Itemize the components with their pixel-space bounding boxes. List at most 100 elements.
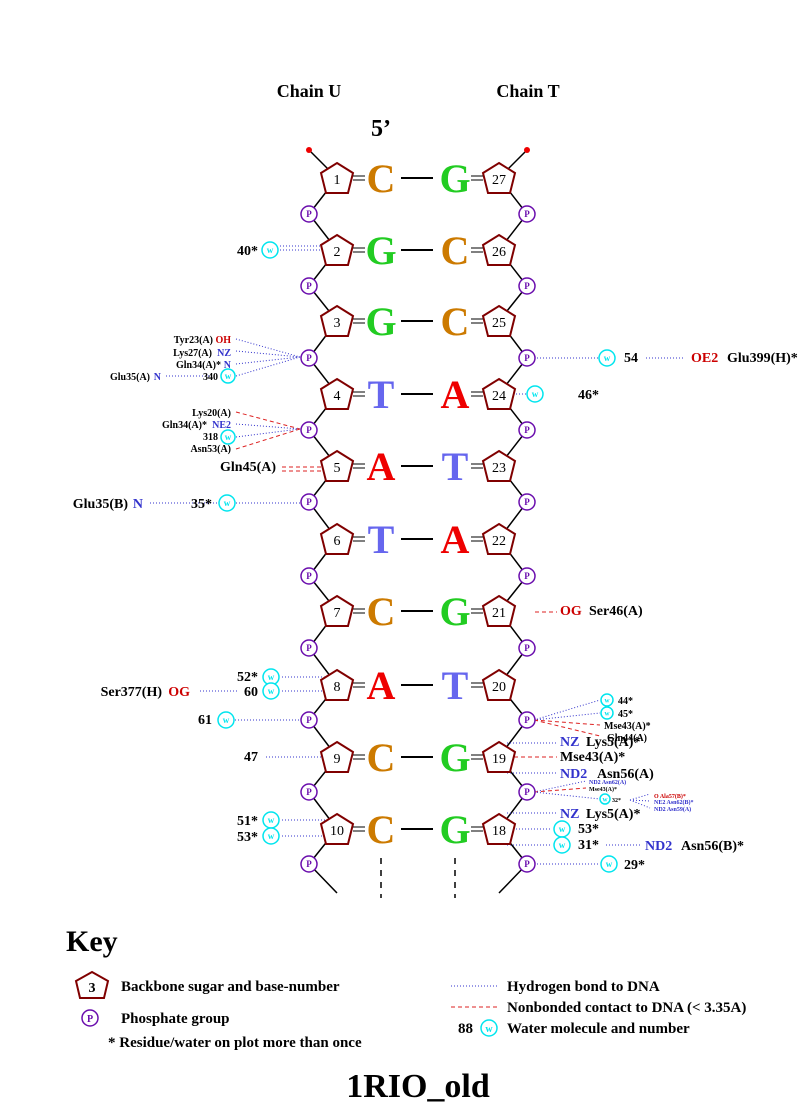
water-12-label: w <box>604 709 610 717</box>
sugar-left-3 <box>319 304 355 337</box>
contact-label-3: Lys27(A) <box>173 348 212 359</box>
sugar-right-23 <box>481 449 517 482</box>
phosphate-right-1-label: P <box>524 209 530 219</box>
contact-label-35: Mse43(A)* <box>604 721 651 732</box>
key-nonbonded-text: Nonbonded contact to DNA (< 3.35A) <box>507 1000 746 1016</box>
key-title: Key <box>66 925 118 958</box>
key-sugar-icon: 3 <box>74 970 110 999</box>
hbond-line-37 <box>629 799 651 802</box>
phosphate-right-7-label: P <box>524 643 530 653</box>
hbond-line-27 <box>533 712 601 721</box>
base-left-6: T <box>368 517 395 562</box>
contact-label-18: 35* <box>191 497 212 512</box>
phosphate-right-5 <box>518 493 536 511</box>
water-11-label: w <box>604 696 610 704</box>
base-left-8: A <box>367 663 396 708</box>
contact-label-40: ND2 <box>560 767 587 782</box>
sugar-right-27-number: 27 <box>492 173 506 188</box>
contact-label-41: Asn56(A) <box>597 767 654 782</box>
contact-label-13: 318 <box>203 432 218 443</box>
phosphate-left-3 <box>300 349 318 367</box>
sugar-right-22 <box>481 522 517 555</box>
water-1 <box>220 368 236 384</box>
sugar-left-4 <box>319 377 355 410</box>
sugar-right-24-number: 24 <box>492 389 506 404</box>
phosphate-right-6-label: P <box>524 571 530 581</box>
contact-label-53: Asn56(B)* <box>681 839 744 854</box>
sugar-right-26 <box>481 233 517 266</box>
contact-label-9: 340 <box>203 372 218 383</box>
phosphate-right-9 <box>518 783 536 801</box>
contact-label-23: 61 <box>198 713 212 728</box>
contact-label-48: NZ <box>560 807 579 822</box>
nonbonded-line-29 <box>533 719 601 737</box>
key-water-number: 88 <box>458 1021 473 1037</box>
contact-label-31: OG <box>560 604 582 619</box>
phosphate-left-8-label: P <box>306 715 312 725</box>
phosphate-left-7 <box>300 639 318 657</box>
base-left-10: C <box>367 807 396 852</box>
water-9-label: w <box>604 353 611 363</box>
contact-labels: 40*Tyr23(A)OHLys27(A)NZGln34(A)*NGlu35(A… <box>73 244 798 873</box>
contact-label-46: NE2 Asn62(B)* <box>654 799 694 806</box>
base-right-26: C <box>441 228 470 273</box>
contact-label-30: 46* <box>578 388 599 403</box>
contact-label-12: NE2 <box>212 420 231 431</box>
sugar-left-1-number: 1 <box>334 173 341 188</box>
water-13 <box>599 793 611 805</box>
contact-label-54: 29* <box>624 858 645 873</box>
sugar-right-27 <box>481 161 517 194</box>
contact-label-39: Mse43(A)* <box>560 750 625 765</box>
water-3-label: w <box>224 498 231 508</box>
sugar-right-26-number: 26 <box>492 245 506 260</box>
contact-label-11: Gln34(A)* <box>162 420 207 431</box>
hbond-line-35 <box>533 791 601 800</box>
sugar-right-19 <box>481 740 517 773</box>
hbond-line-38 <box>629 799 651 809</box>
contact-label-14: Asn53(A) <box>190 444 231 455</box>
sugar-right-20-number: 20 <box>492 680 506 695</box>
phosphate-left-2-label: P <box>306 281 312 291</box>
base-right-27: G <box>439 156 470 201</box>
phosphate-left-3-label: P <box>306 353 312 363</box>
contact-label-50: 53* <box>578 822 599 837</box>
base-right-23: T <box>442 444 469 489</box>
hbond-line-9 <box>235 428 301 438</box>
phosphate-right-4-label: P <box>524 425 530 435</box>
contact-label-19: 52* <box>237 670 258 685</box>
contact-label-0: 40* <box>237 244 258 259</box>
hbond-line-2 <box>235 338 301 358</box>
phosphate-left-2 <box>300 277 318 295</box>
contact-label-52: ND2 <box>645 839 672 854</box>
sugar-right-19-number: 19 <box>492 752 506 767</box>
base-left-1: C <box>367 156 396 201</box>
contact-label-21: OG <box>168 685 190 700</box>
contact-label-37: NZ <box>560 735 579 750</box>
sugar-left-3-number: 3 <box>334 316 341 331</box>
sugar-left-4-number: 4 <box>334 389 341 404</box>
contact-label-47: ND2 Asn59(A) <box>654 806 691 813</box>
sugar-right-21-number: 21 <box>492 606 506 621</box>
phosphate-left-9-label: P <box>306 787 312 797</box>
water-7-label: w <box>268 815 275 825</box>
water-8-label: w <box>268 831 275 841</box>
contact-label-33: 44* <box>618 696 633 707</box>
water-5-label: w <box>268 686 275 696</box>
phosphate-left-7-label: P <box>306 643 312 653</box>
contact-label-32: Ser46(A) <box>589 604 643 619</box>
phosphate-right-7 <box>518 639 536 657</box>
sugar-left-5-number: 5 <box>334 461 341 476</box>
five-prime-end-left <box>306 147 312 153</box>
phosphate-left-8 <box>300 711 318 729</box>
hbond-line-36 <box>629 793 651 801</box>
contact-label-22: 60 <box>244 685 258 700</box>
key-water-text: Water molecule and number <box>507 1021 690 1037</box>
water-16 <box>600 855 618 873</box>
hbond-line-5 <box>235 356 301 377</box>
water-13-label: w <box>602 795 608 803</box>
phosphate-right-3 <box>518 349 536 367</box>
nonbonded-line-34 <box>533 787 587 793</box>
contact-label-2: OH <box>215 335 231 346</box>
